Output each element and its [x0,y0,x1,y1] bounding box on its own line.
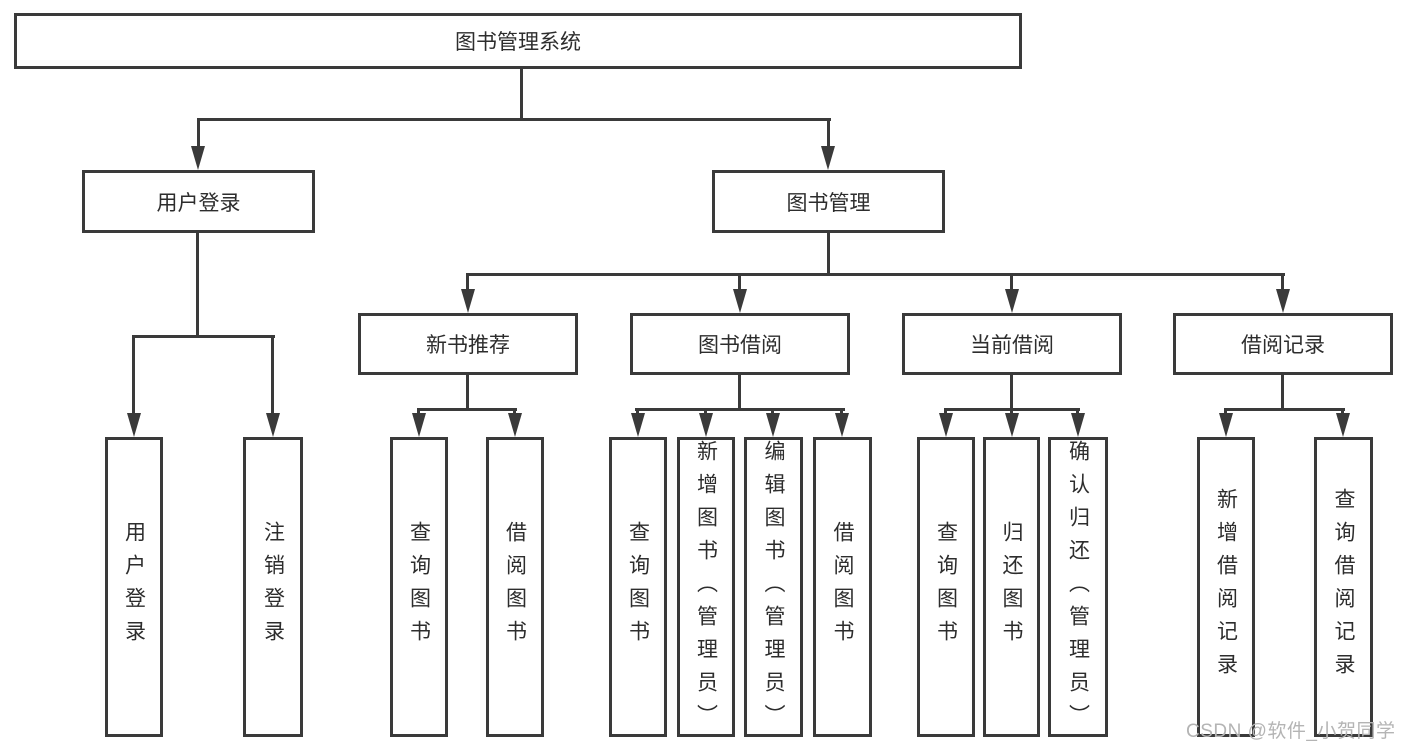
node-book-borrow: 图书借阅 [630,313,850,375]
leaf-user-login-label: 用户登录 [122,521,146,653]
connector-login-bar [133,335,275,338]
arrowhead-down-icon [191,146,205,170]
leaf-current-return: 归还图书 [983,437,1040,737]
arrowhead-down-icon [699,413,713,437]
leaf-newbook-query: 查询图书 [390,437,448,737]
arrowhead-down-icon [127,413,141,437]
arrowhead-down-icon [1276,289,1290,313]
arrowhead-down-icon [1071,413,1085,437]
arrowhead-down-icon [733,289,747,313]
node-root: 图书管理系统 [14,13,1022,69]
arrowhead-down-icon [1005,413,1019,437]
leaf-user-login: 用户登录 [105,437,163,737]
leaf-history-add-label: 新增借阅记录 [1214,488,1238,686]
connector-mgmt-drop [827,233,830,276]
arrowhead-down-icon [1005,289,1019,313]
connector-login-drop [196,233,199,337]
leaf-borrow-edit-label: 编辑图书（管理员） [762,440,785,737]
node-current-borrow-label: 当前借阅 [970,334,1054,357]
leaf-borrow-query: 查询图书 [609,437,667,737]
leaf-history-query-label: 查询借阅记录 [1332,488,1355,686]
connector-root-drop [520,69,523,121]
arrowhead-down-icon [939,413,953,437]
leaf-current-query: 查询图书 [917,437,975,737]
node-new-book-label: 新书推荐 [426,334,510,357]
node-borrow-history: 借阅记录 [1173,313,1393,375]
arrowhead-down-icon [631,413,645,437]
arrowhead-down-icon [461,289,475,313]
leaf-borrow-query-label: 查询图书 [626,521,650,653]
leaf-history-query: 查询借阅记录 [1314,437,1373,737]
arrowhead-down-icon [1336,413,1350,437]
connector-arrow-shaft [466,273,469,291]
leaf-borrow-borrow: 借阅图书 [813,437,872,737]
node-borrow-history-label: 借阅记录 [1241,334,1325,357]
connector-group-drop [1010,375,1013,410]
arrowhead-down-icon [821,146,835,170]
arrowhead-down-icon [1219,413,1233,437]
leaf-current-confirm: 确认归还（管理员） [1048,437,1108,737]
connector-arrow-shaft [1281,273,1284,291]
leaf-borrow-add: 新增图书（管理员） [677,437,735,737]
connector-arrow-shaft [827,118,830,148]
arrowhead-down-icon [508,413,522,437]
leaf-history-add: 新增借阅记录 [1197,437,1255,737]
node-current-borrow: 当前借阅 [902,313,1122,375]
arrowhead-down-icon [266,413,280,437]
leaf-current-return-label: 归还图书 [1000,521,1023,653]
connector-group-drop [738,375,741,410]
leaf-logout-label: 注销登录 [261,521,285,653]
csdn-watermark: CSDN @软件_小贺同学 [1186,721,1396,742]
node-user-login: 用户登录 [82,170,315,233]
leaf-current-query-label: 查询图书 [934,521,958,653]
connector-arrow-shaft [738,273,741,291]
leaf-borrow-add-label: 新增图书（管理员） [694,440,718,737]
leaf-newbook-borrow: 借阅图书 [486,437,544,737]
leaf-borrow-edit: 编辑图书（管理员） [744,437,803,737]
connector-group-bar [635,408,845,411]
arrowhead-down-icon [835,413,849,437]
connector-group-bar [1224,408,1345,411]
leaf-newbook-borrow-label: 借阅图书 [503,521,527,653]
arrowhead-down-icon [766,413,780,437]
connector-group-drop [466,375,469,410]
node-user-login-label: 用户登录 [156,191,241,215]
leaf-current-confirm-label: 确认归还（管理员） [1066,440,1090,737]
connector-level2-bar [466,273,1285,276]
connector-group-drop [1281,375,1284,410]
node-book-mgmt: 图书管理 [712,170,945,233]
node-book-borrow-label: 图书借阅 [698,334,782,357]
connector-group-bar [417,408,517,411]
node-root-label: 图书管理系统 [455,31,581,54]
node-book-mgmt-label: 图书管理 [786,191,871,215]
arrowhead-down-icon [412,413,426,437]
connector-arrow-shaft [271,335,274,415]
connector-arrow-shaft [132,335,135,415]
connector-arrow-shaft [197,118,200,148]
connector-arrow-shaft [1010,273,1013,291]
leaf-borrow-borrow-label: 借阅图书 [831,521,854,653]
node-new-book: 新书推荐 [358,313,578,375]
leaf-newbook-query-label: 查询图书 [407,521,431,653]
connector-level1-bar [197,118,831,121]
leaf-logout: 注销登录 [243,437,303,737]
